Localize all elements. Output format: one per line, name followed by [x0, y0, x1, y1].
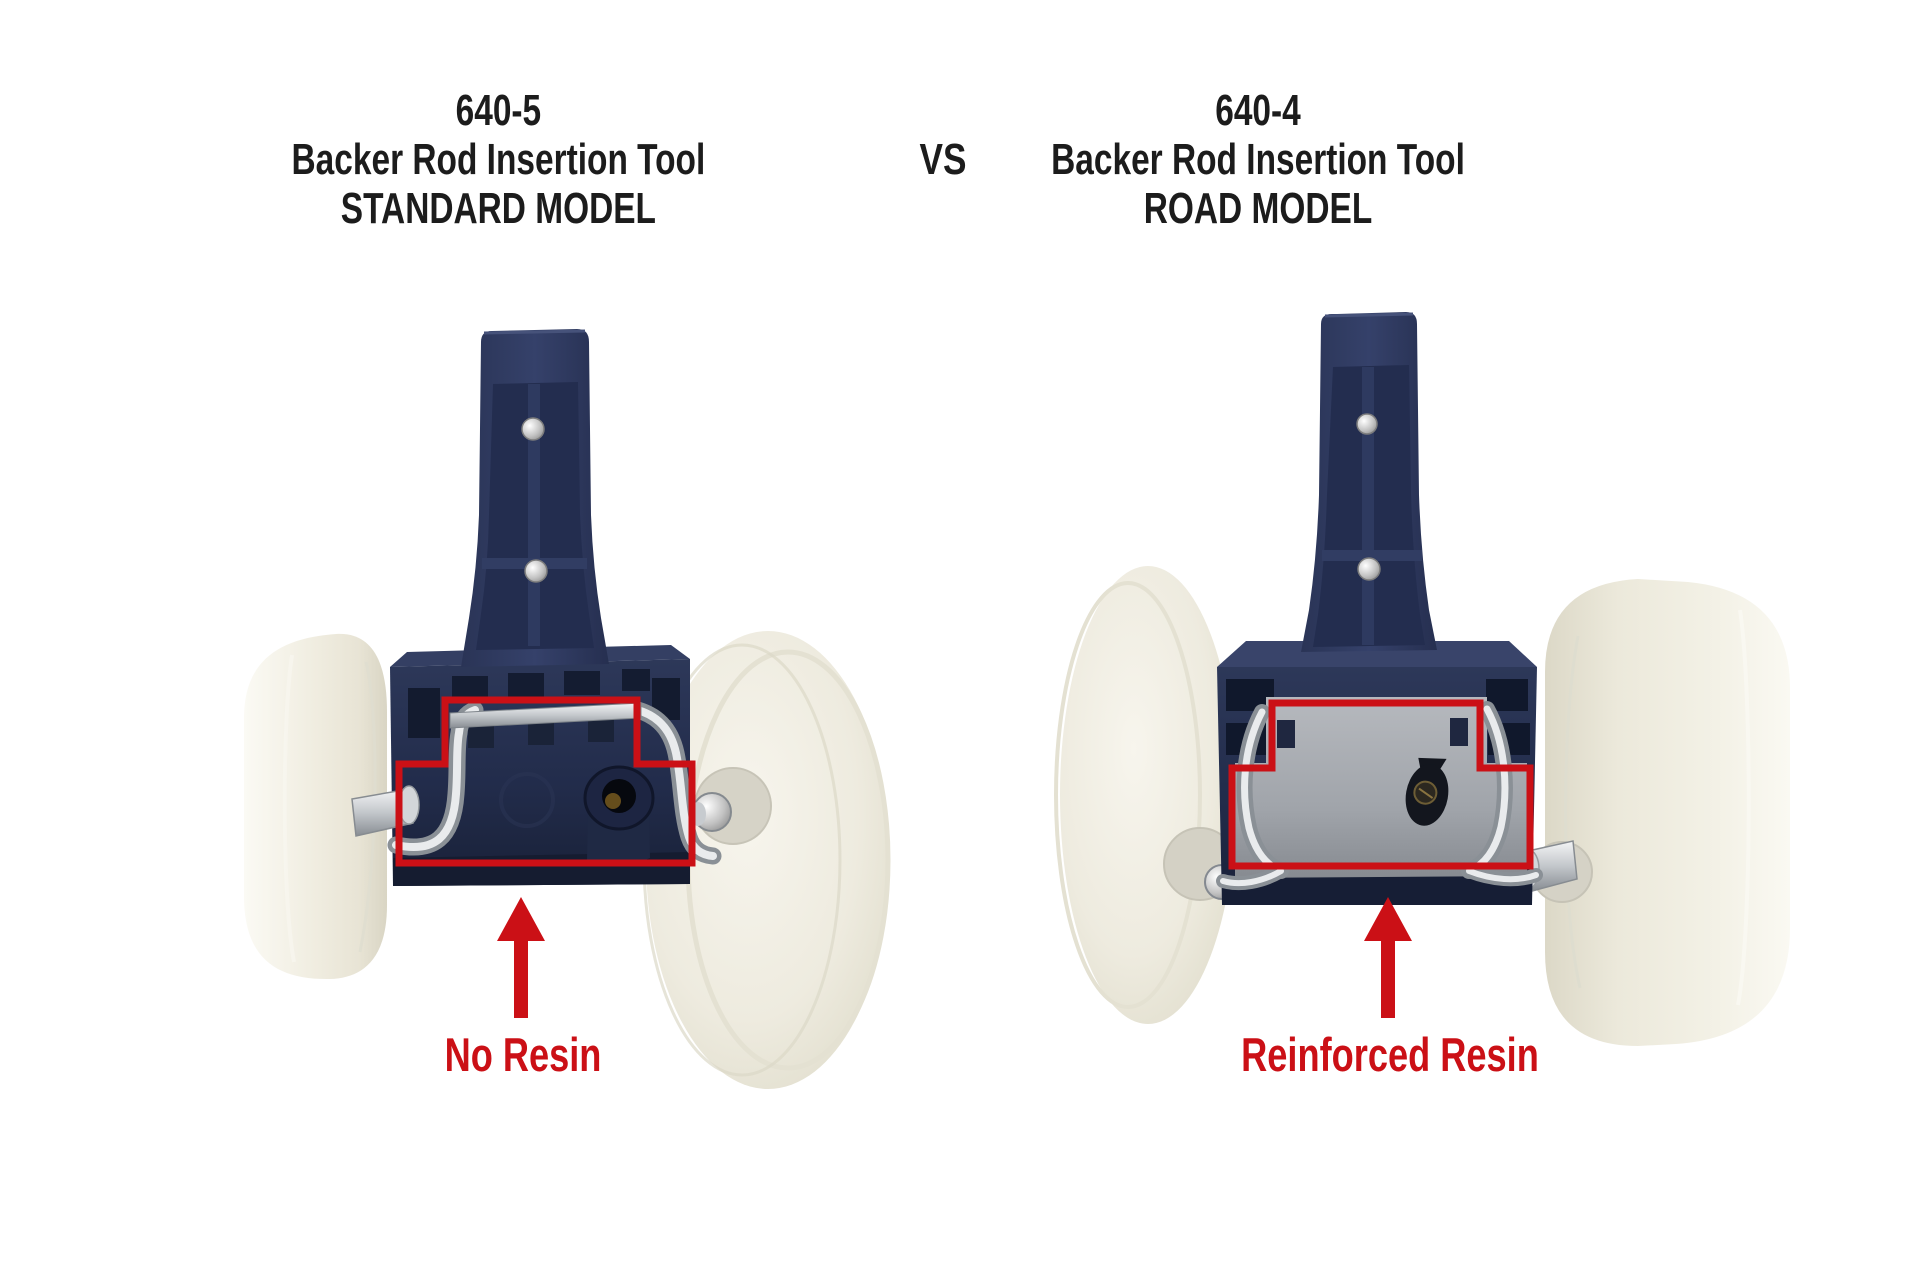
bail-left-highlight — [1241, 708, 1285, 875]
standard-axle-boss — [583, 765, 655, 867]
road-handle — [1301, 312, 1437, 652]
handle-cross-rib — [1322, 550, 1422, 561]
body-slot — [508, 673, 544, 697]
handle-rivet — [521, 417, 545, 441]
road-body — [1217, 641, 1537, 905]
vs-label: VS — [919, 135, 967, 184]
right-callout-label: Reinforced Resin — [1241, 1028, 1539, 1081]
up-arrow-icon — [497, 897, 545, 1018]
standard-handle — [461, 329, 609, 667]
road-connector-knob — [1405, 757, 1449, 826]
left-variant: STANDARD MODEL — [340, 184, 656, 233]
right-product-name: Backer Rod Insertion Tool — [1051, 135, 1465, 184]
right-model-number: 640-4 — [1215, 86, 1301, 135]
standard-right-wheel — [642, 631, 891, 1089]
handle-rivet — [1356, 413, 1378, 435]
knob-screw-slot — [1418, 787, 1434, 799]
road-right-wheel — [1518, 579, 1790, 1046]
body-tab — [588, 718, 614, 742]
body-slot — [564, 671, 600, 695]
body-slot — [622, 669, 650, 691]
body-top-face — [1217, 641, 1537, 667]
panel-tab — [1450, 718, 1468, 746]
up-arrow-icon — [1364, 897, 1412, 1018]
right-variant: ROAD MODEL — [1143, 184, 1373, 233]
left-callout-label: No Resin — [444, 1028, 602, 1081]
standard-highlight-outline — [395, 696, 696, 867]
boss-brass-glint — [605, 793, 621, 809]
panel-tab — [1277, 720, 1295, 748]
wheel-highlight — [282, 654, 296, 963]
wheel-tread — [1545, 579, 1790, 1046]
handle-top-highlight — [1324, 312, 1414, 318]
bail-right-highlight — [624, 704, 717, 860]
wheel-highlight — [1736, 609, 1751, 1006]
body-tab — [528, 721, 554, 745]
bail-right-highlight — [1465, 705, 1509, 875]
handle-rivet — [524, 559, 548, 583]
wheel-rim — [1054, 581, 1202, 1009]
road-model-photo — [1054, 312, 1790, 1046]
body-slot — [452, 676, 488, 700]
left-model-number: 640-5 — [455, 86, 542, 135]
bail-left-end-highlight — [1220, 868, 1284, 887]
handle-top-highlight — [483, 329, 586, 335]
body-bottom-strip — [1222, 876, 1532, 905]
road-bail-wire — [1216, 701, 1543, 891]
wheel-tread — [244, 633, 387, 980]
wheel-edge-line — [1564, 635, 1582, 989]
right-title-block: 640-4 Backer Rod Insertion Tool ROAD MOD… — [1030, 86, 1486, 233]
handle-rivet — [1357, 557, 1381, 581]
road-left-wheel — [1054, 566, 1246, 1024]
road-highlight-outline — [1228, 699, 1534, 870]
handle-center-rib — [1362, 367, 1374, 645]
bail-right-end-highlight — [1466, 868, 1539, 883]
standard-model-photo — [244, 329, 891, 1089]
wheel-face — [1060, 566, 1236, 1024]
left-title-block: 640-5 Backer Rod Insertion Tool STANDARD… — [270, 86, 726, 233]
body-slot — [408, 688, 440, 738]
standard-left-wheel — [244, 633, 387, 980]
body-tab — [468, 724, 494, 748]
standard-crossbar — [449, 702, 642, 729]
wheel-edge-line — [358, 661, 377, 953]
body-emboss — [499, 772, 555, 828]
left-product-name: Backer Rod Insertion Tool — [291, 135, 706, 184]
